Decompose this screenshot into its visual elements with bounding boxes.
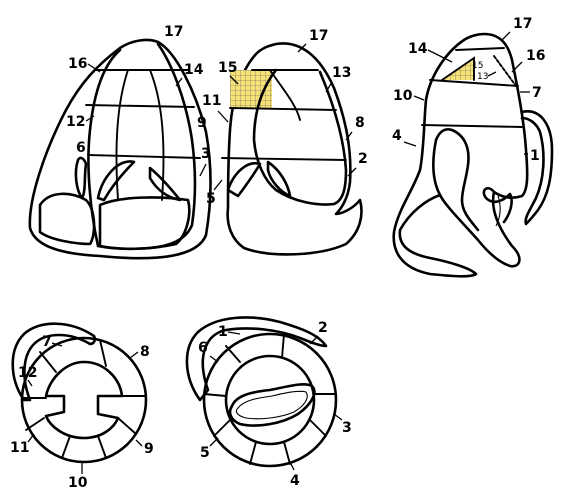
label-posterior-17: 17 [309,28,328,44]
left-ring-div-6 [118,418,136,434]
anterior-left-leaflet [76,158,86,198]
right-ring-div-2 [282,334,284,358]
label-posterior-11: 11 [202,93,221,109]
right-ring-div-5 [214,420,230,436]
right-ring-slit-outer [230,384,314,425]
label-left-ring-8: 8 [140,344,150,360]
label-left-ring-7: 7 [42,334,52,350]
anterior-inner-body [88,44,195,249]
left-ring-inner [46,362,122,438]
label-posterior-2: 2 [358,151,368,167]
label-right-ring-2: 2 [318,320,328,336]
lateral-line-1 [456,48,504,50]
label-anterior-12: 12 [66,114,85,130]
label-anterior-9: 9 [197,115,207,131]
right-ring-div-3 [204,394,226,396]
posterior-line-3 [222,158,346,160]
left-ring-div-2 [100,340,106,366]
posterior-line-2 [230,108,336,110]
right-ring-div-7 [250,442,256,464]
right-ring-div-1 [226,346,240,362]
right-ring-div-8 [284,442,290,464]
label-right-ring-6: 6 [198,340,208,356]
label-right-ring-5: 5 [200,445,210,461]
label-left-ring-11: 11 [10,440,29,456]
posterior-curve-1 [270,70,300,120]
label-right-ring-1: 1 [218,324,228,340]
anterior-right-leaflet [150,168,180,200]
anterior-line-2 [86,105,194,107]
right-ring-div-6 [310,420,326,436]
label-lateral-16: 16 [526,48,545,64]
label-left-ring-12: 12 [18,365,37,381]
label-lateral-14: 14 [408,41,428,57]
label-lateral-17: 17 [513,16,532,32]
label-left-ring-9: 9 [144,441,154,457]
label-anterior-14: 14 [184,62,204,78]
label-anterior-17: 17 [164,24,183,40]
left-ring-div-5 [26,418,44,430]
label-lateral-1: 1 [530,148,540,164]
right-ring-outer [204,334,336,466]
lateral-line-3 [422,125,522,127]
label-anterior-3: 3 [201,146,211,162]
anterior-line-3 [88,155,200,158]
posterior-view: 17 15 13 11 8 2 5 [202,28,368,254]
lateral-view: 17 14 16 15 13 10 7 4 1 [392,16,552,276]
anterior-center-leaflet [98,161,134,200]
right-ring-inner [226,356,314,444]
left-ring-div-1 [40,352,56,372]
label-right-ring-3: 3 [342,420,352,436]
label-lateral-15: 15 [472,61,483,71]
label-posterior-8: 8 [355,115,365,131]
label-posterior-5: 5 [206,191,216,207]
label-posterior-15: 15 [218,60,237,76]
label-anterior-16: 16 [68,56,87,72]
label-lateral-7: 7 [532,85,542,101]
left-ring-outer [22,338,146,462]
label-lateral-4: 4 [392,128,402,144]
right-ring: 1 2 6 5 3 4 [187,317,352,489]
left-ring-div-7 [62,436,70,458]
label-lateral-10: 10 [393,88,413,104]
label-anterior-6: 6 [76,140,86,156]
anterior-view: 17 16 14 12 9 6 3 [30,24,211,258]
posterior-left-leaflet [228,163,260,196]
label-right-ring-4: 4 [290,473,300,489]
left-ring: 7 8 12 11 9 10 [10,324,154,491]
label-lateral-13: 13 [477,72,488,82]
anterior-left-cusp [40,194,94,244]
label-left-ring-10: 10 [68,475,88,491]
left-ring-div-8 [98,436,106,458]
label-posterior-13: 13 [332,65,351,81]
